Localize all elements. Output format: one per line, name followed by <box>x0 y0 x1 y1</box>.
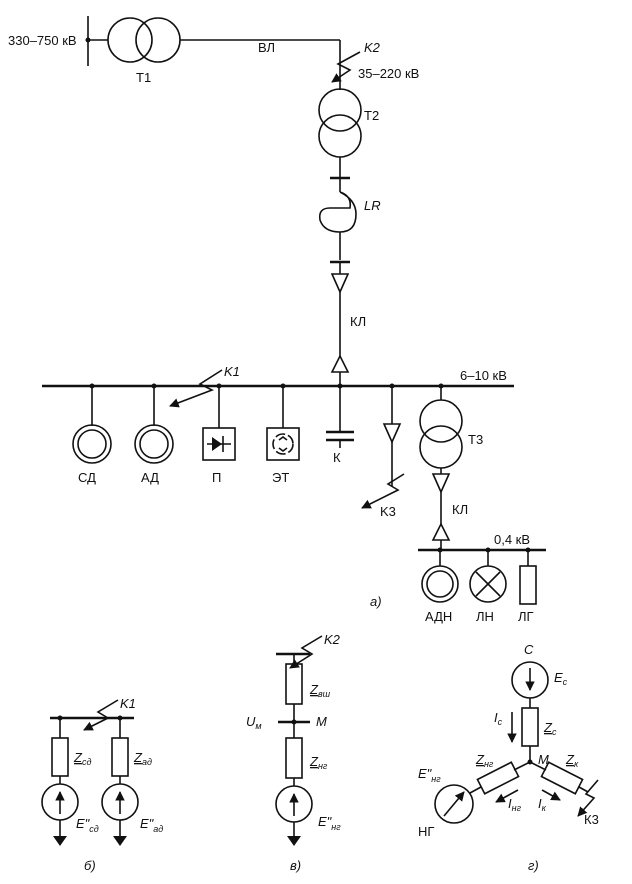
synchronous-motor-sd <box>72 383 112 464</box>
label-hv-voltage: 330–750 кВ <box>8 33 77 48</box>
label-ln: ЛН <box>476 609 494 624</box>
label-k: К <box>333 450 341 465</box>
label-g-i-k: Iк <box>538 796 547 813</box>
figure-b-equivalent-circuit: K1 Zсд E"сд Zад E"ад б) <box>41 696 163 873</box>
label-g-ng: НГ <box>418 824 434 839</box>
reactor-lr <box>318 176 357 264</box>
transformer-t3 <box>419 383 463 550</box>
caption-a: а) <box>370 594 382 609</box>
figure-v-equivalent-circuit: K2 Zвш Uм M Zнг E"нг в) <box>246 632 341 873</box>
label-k3: K3 <box>380 504 396 519</box>
label-z-sd: Zсд <box>73 750 91 767</box>
label-cable-lower: КЛ <box>452 502 468 517</box>
figure-g-equivalent-circuit: C Eс Zс Iс M Zнг E"нг НГ Iнг Zк Iк К3 г) <box>418 642 599 873</box>
label-lg: ЛГ <box>518 609 534 624</box>
label-ad: АД <box>141 470 159 485</box>
caption-g: г) <box>528 858 539 873</box>
fault-k1-symbol <box>169 369 223 408</box>
label-g-z-ng: Zнг <box>475 752 494 769</box>
label-v-e-ng: E"нг <box>318 814 341 832</box>
source-g-ng <box>434 784 474 824</box>
label-lv-voltage: 0,4 кВ <box>494 532 530 547</box>
impedance-g-z-ng <box>476 761 520 795</box>
transformer-t1 <box>85 16 340 66</box>
lamp-ln <box>469 547 507 603</box>
impedance-z-sd <box>51 737 69 777</box>
label-g-z-k: Zк <box>565 752 579 769</box>
label-g-c: C <box>524 642 534 657</box>
label-cable-upper: КЛ <box>350 314 366 329</box>
fault-k2-symbol <box>331 51 361 83</box>
label-v-z-ng: Zнг <box>309 754 328 771</box>
label-u-m: Uм <box>246 714 262 731</box>
label-g-i-ng: Iнг <box>508 796 522 813</box>
impedance-z-ad <box>111 737 129 777</box>
label-t1: Т1 <box>136 70 151 85</box>
label-bus-voltage: 6–10 кВ <box>460 368 507 383</box>
impedance-z-c <box>521 707 539 747</box>
converter-p <box>202 383 236 461</box>
label-k1: K1 <box>224 364 240 379</box>
impedance-z-ng <box>285 737 303 779</box>
label-g-k3: К3 <box>584 812 599 827</box>
cable-line-upper <box>330 262 350 386</box>
label-g-i-c: Iс <box>494 710 503 727</box>
node-m <box>291 719 297 725</box>
label-g-m: M <box>538 752 549 767</box>
label-v-m: M <box>316 714 327 729</box>
transformer-t2 <box>318 88 362 192</box>
electrothermal-et <box>266 383 300 461</box>
label-v-k2: K2 <box>324 632 341 647</box>
induction-motor-adn <box>421 547 459 603</box>
label-g-z-c: Zс <box>543 720 557 737</box>
figure-a-network-scheme: 330–750 кВ Т1 ВЛ K2 35–220 кВ Т2 LR <box>8 16 546 624</box>
label-k2: K2 <box>364 40 381 55</box>
label-b-k1: K1 <box>120 696 136 711</box>
capacitor-k <box>326 383 354 448</box>
label-mv-voltage: 35–220 кВ <box>358 66 419 81</box>
label-g-e-ng: E"нг <box>418 766 441 784</box>
label-e-ad: E"ад <box>140 816 163 834</box>
label-sd: СД <box>78 470 96 485</box>
caption-b: б) <box>84 858 96 873</box>
induction-motor-ad <box>134 383 174 464</box>
lamp-lg <box>519 547 537 605</box>
label-z-vsh: Zвш <box>309 682 331 699</box>
feeder-k3 <box>361 383 405 509</box>
impedance-g-z-k <box>540 761 584 795</box>
impedance-z-vsh <box>285 663 303 705</box>
caption-v: в) <box>290 858 301 873</box>
label-t3: Т3 <box>468 432 483 447</box>
label-overhead-line: ВЛ <box>258 40 275 55</box>
label-g-e-c: Eс <box>554 670 568 687</box>
label-z-ad: Zад <box>133 750 152 767</box>
label-p: П <box>212 470 221 485</box>
label-adn: АДН <box>425 609 452 624</box>
label-t2: Т2 <box>364 108 379 123</box>
label-e-sd: E"сд <box>76 816 99 834</box>
label-lr: LR <box>364 198 381 213</box>
label-et: ЭТ <box>272 470 289 485</box>
